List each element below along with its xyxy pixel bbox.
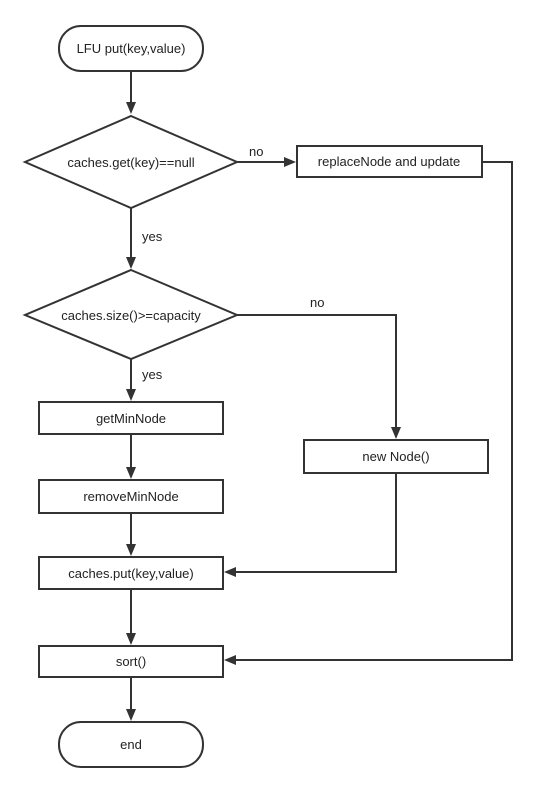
edge-label-get-no: no <box>249 144 263 159</box>
edge-label-size-yes: yes <box>142 367 163 382</box>
caches-put-box <box>38 556 224 590</box>
decision-size <box>22 268 240 361</box>
replace-update-label: replaceNode and update <box>318 154 460 169</box>
arrowhead <box>126 633 136 645</box>
nodes: LFU put(key,value) caches.get(key)==null… <box>22 25 489 768</box>
arrowhead <box>126 467 136 479</box>
arrowhead <box>126 102 136 114</box>
arrowhead <box>224 567 236 577</box>
get-min-node-label: getMinNode <box>96 411 166 426</box>
edges <box>126 71 513 721</box>
new-node-box <box>303 439 489 474</box>
edge-replace-to-sort <box>235 161 513 661</box>
edge-size-no-to-new-node <box>237 314 397 428</box>
decision-size-label: caches.size()>=capacity <box>61 308 201 323</box>
caches-put-label: caches.put(key,value) <box>68 566 194 581</box>
edge-label-get-yes: yes <box>142 229 163 244</box>
edge-new-node-to-put <box>235 473 397 573</box>
start-label: LFU put(key,value) <box>77 41 186 56</box>
decision-get <box>22 114 240 210</box>
sort-box <box>38 645 224 678</box>
end-label: end <box>120 737 142 752</box>
arrowhead <box>126 389 136 401</box>
edge-labels: no yes no yes <box>142 144 324 382</box>
decision-get-label: caches.get(key)==null <box>67 155 194 170</box>
get-min-node-box <box>38 401 224 435</box>
new-node-label: new Node() <box>362 449 429 464</box>
arrowhead <box>284 157 296 167</box>
arrowhead <box>224 655 236 665</box>
arrowhead <box>391 427 401 439</box>
remove-min-node-label: removeMinNode <box>83 489 178 504</box>
arrowhead <box>126 544 136 556</box>
arrowhead <box>126 709 136 721</box>
remove-min-node-box <box>38 479 224 514</box>
end-terminal <box>58 721 204 768</box>
edge-label-size-no: no <box>310 295 324 310</box>
arrowhead <box>126 257 136 269</box>
sort-label: sort() <box>116 654 146 669</box>
replace-update-box <box>296 145 483 178</box>
start-terminal <box>58 25 204 72</box>
